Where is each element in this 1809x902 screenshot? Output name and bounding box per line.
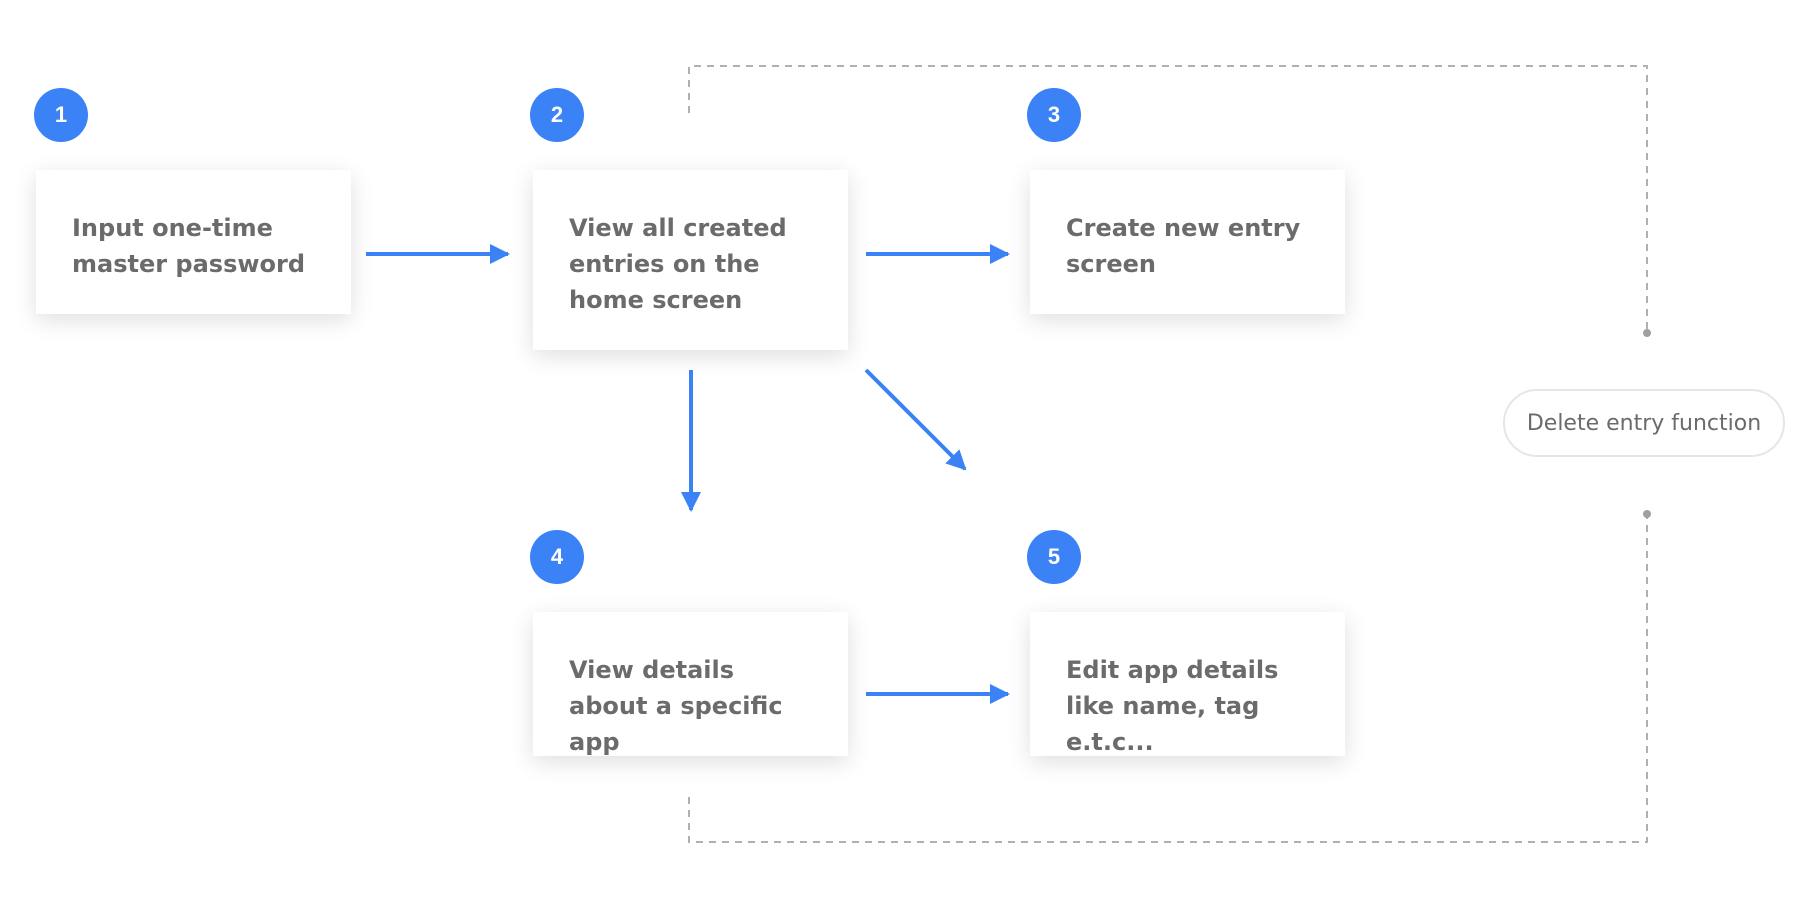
connector-dot-top	[1643, 329, 1651, 337]
step-1-label: Input one-time master password	[72, 214, 306, 278]
step-2-label: View all created entries on the home scr…	[569, 214, 787, 314]
delete-entry-function-pill: Delete entry function	[1503, 389, 1785, 457]
step-2-card: View all created entries on the home scr…	[533, 170, 848, 350]
step-3-card: Create new entry screen	[1030, 170, 1345, 314]
step-2-badge: 2	[530, 88, 584, 142]
step-4-badge: 4	[530, 530, 584, 584]
step-3-label: Create new entry screen	[1066, 214, 1301, 278]
step-4-label: View details about a specific app	[569, 656, 783, 756]
step-5-label: Edit app details like name, tag e.t.c...	[1066, 656, 1279, 756]
step-5-card: Edit app details like name, tag e.t.c...	[1030, 612, 1345, 756]
arrow-step2-to-step5	[864, 368, 967, 471]
dashed-connector-bottom	[688, 514, 1648, 843]
step-3-badge: 3	[1027, 88, 1081, 142]
step-1-badge: 1	[34, 88, 88, 142]
step-1-card: Input one-time master password	[36, 170, 351, 314]
connector-dot-bottom	[1643, 510, 1651, 518]
dashed-connector-top	[688, 65, 1648, 333]
step-5-badge: 5	[1027, 530, 1081, 584]
step-4-card: View details about a specific app	[533, 612, 848, 756]
